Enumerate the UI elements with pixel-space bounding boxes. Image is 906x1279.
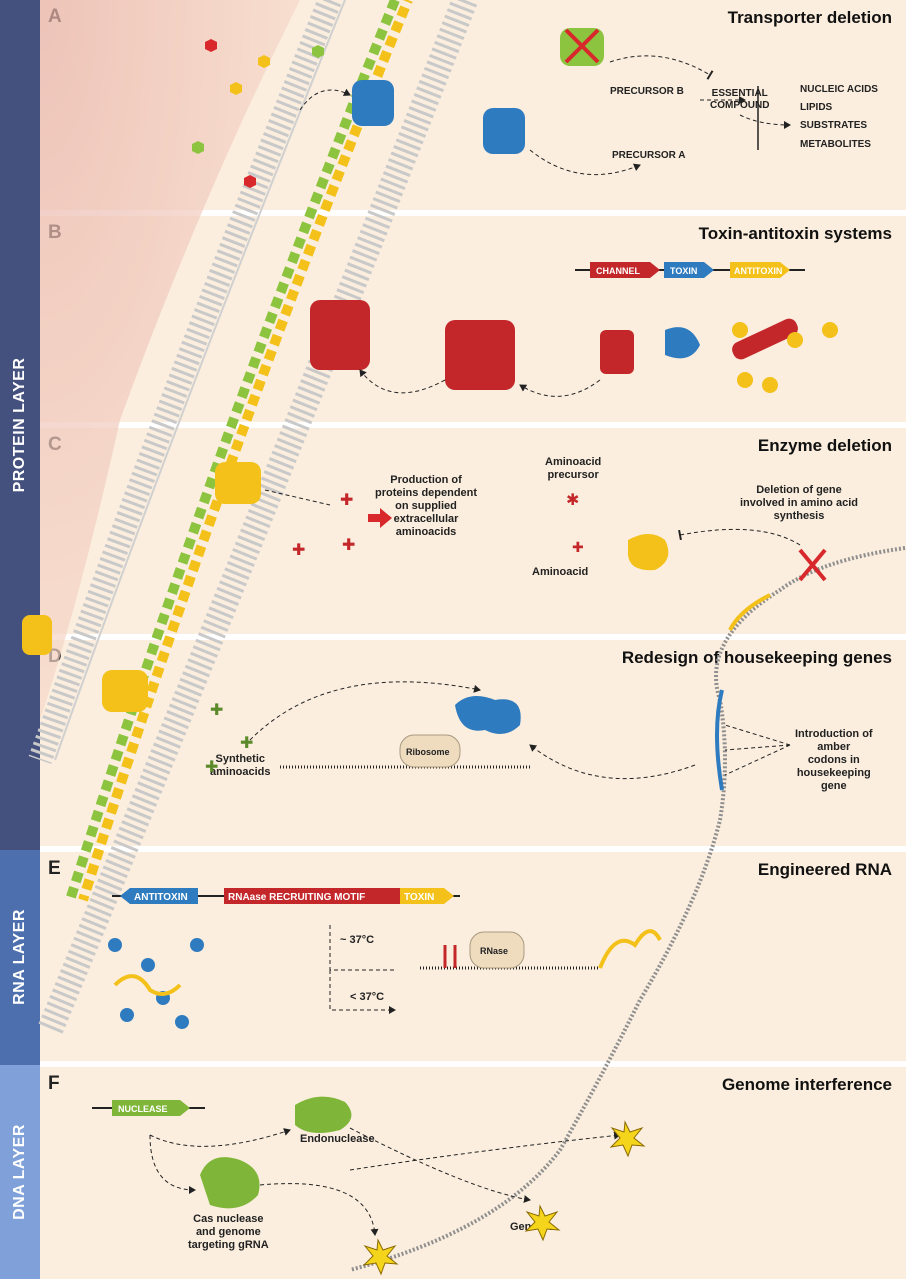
- production-text: Production of proteins dependent on supp…: [375, 474, 478, 538]
- panel-f-title: Genome interference: [721, 1075, 892, 1094]
- amber-codons-label: Introduction of amber codons in housekee…: [795, 728, 873, 792]
- protein-layer-label: PROTEIN LAYER: [11, 357, 28, 493]
- panel-e-title: Engineered RNA: [757, 860, 892, 879]
- aminoacid-label: Aminoacid: [532, 566, 589, 578]
- panel-d-title: Redesign of housekeeping genes: [621, 648, 892, 667]
- panel-b-letter: B: [48, 222, 62, 243]
- rna-layer-bar: RNA LAYER: [0, 850, 40, 1065]
- panel-c-title: Enzyme deletion: [757, 436, 892, 455]
- endonuclease-label: Endonuclease: [300, 1133, 375, 1145]
- cas-nuclease-label: Cas nuclease and genome targeting gRNA: [188, 1213, 269, 1251]
- panel-e-letter: E: [48, 858, 61, 879]
- genome-label: Genome: [510, 1221, 555, 1233]
- aminoacid-precursor-label: Aminoacid precursor: [545, 456, 602, 481]
- panel-e: E Engineered RNA: [40, 852, 906, 1067]
- protein-layer-bar: PROTEIN LAYER: [0, 0, 40, 850]
- rna-layer-label: RNA LAYER: [11, 909, 28, 1005]
- gene-deletion-label: Deletion of gene involved in amino acid …: [740, 484, 858, 522]
- panel-c: C Enzyme deletion Production of proteins…: [40, 428, 906, 640]
- panel-d-letter: D: [48, 646, 62, 667]
- panel-b-title: Toxin-antitoxin systems: [698, 224, 892, 243]
- precursor-a-label: PRECURSOR A: [612, 150, 686, 161]
- dna-layer-bar: DNA LAYER: [0, 1065, 40, 1279]
- output-nucleic-acids: NUCLEIC ACIDS: [800, 84, 878, 95]
- output-metabolites: METABOLITES: [800, 139, 871, 150]
- panel-c-letter: C: [48, 434, 62, 455]
- panel-d: D Redesign of housekeeping genes Synthet…: [40, 640, 906, 852]
- precursor-b-label: PRECURSOR B: [610, 86, 684, 97]
- output-substrates: SUBSTRATES: [800, 120, 868, 131]
- panel-b: B Toxin-antitoxin systems: [40, 216, 906, 428]
- panel-f: F Genome interference Endonuclease Cas n…: [40, 1067, 906, 1279]
- panel-f-letter: F: [48, 1073, 60, 1094]
- panel-a: A Transporter deletion PRECURSOR B PRECU…: [40, 0, 906, 216]
- synthetic-aminoacids-label: Synthetic aminoacids: [210, 753, 271, 778]
- dna-layer-label: DNA LAYER: [11, 1124, 28, 1220]
- panel-a-title: Transporter deletion: [727, 8, 892, 27]
- output-lipids: LIPIDS: [800, 102, 833, 113]
- panel-a-letter: A: [48, 6, 62, 27]
- essential-compound-label: ESSENTIAL COMPOUND: [710, 88, 770, 111]
